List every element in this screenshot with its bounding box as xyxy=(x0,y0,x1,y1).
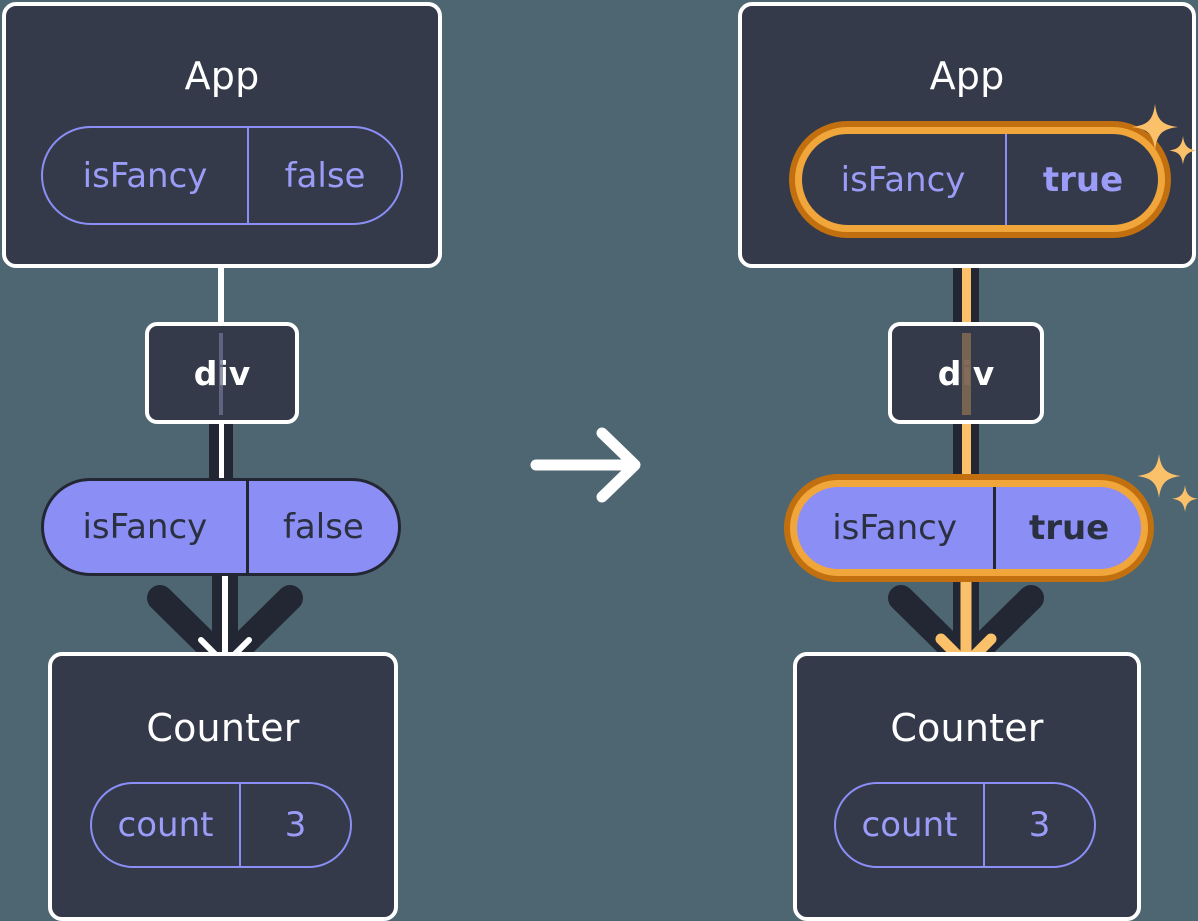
sparkle-icon-app-right xyxy=(1132,104,1197,165)
prop-pill-left[interactable]: isFancy false xyxy=(41,478,401,576)
prop-value-left: false xyxy=(245,481,398,573)
prop-key-right: isFancy xyxy=(832,508,957,548)
counter-state-key-right: count xyxy=(861,805,958,845)
edge-app-to-div-left xyxy=(218,260,224,330)
prop-value-right: true xyxy=(993,486,1142,570)
app-state-value-right: true xyxy=(1005,133,1159,226)
edge-through-div-right xyxy=(962,333,971,415)
edge-div-to-prop-left-inner xyxy=(219,418,224,488)
edge-app-to-div-right-inner xyxy=(962,205,971,435)
app-state-key-left: isFancy xyxy=(82,155,208,196)
transition-arrow-icon xyxy=(530,427,641,503)
app-state-value-left: false xyxy=(247,128,401,223)
app-card-title-left: App xyxy=(184,54,260,98)
counter-state-key-left: count xyxy=(117,805,214,845)
prop-pill-right[interactable]: isFancy true xyxy=(793,483,1145,573)
counter-state-value-right: 3 xyxy=(983,784,1094,866)
counter-state-pill-right[interactable]: count 3 xyxy=(834,782,1096,868)
app-state-key-right: isFancy xyxy=(840,159,966,200)
counter-card-title-right: Counter xyxy=(890,706,1044,750)
app-card-title-right: App xyxy=(929,54,1005,98)
app-state-pill-right[interactable]: isFancy true xyxy=(799,131,1161,228)
sparkle-icon-prop-right xyxy=(1137,454,1198,512)
counter-state-pill-left[interactable]: count 3 xyxy=(90,782,352,868)
edge-div-to-prop-right-inner xyxy=(962,418,971,488)
prop-key-left: isFancy xyxy=(82,507,208,547)
edge-through-div-left xyxy=(219,333,223,415)
counter-state-value-left: 3 xyxy=(239,784,350,866)
counter-card-title-left: Counter xyxy=(146,706,300,750)
app-state-pill-left[interactable]: isFancy false xyxy=(41,126,403,225)
